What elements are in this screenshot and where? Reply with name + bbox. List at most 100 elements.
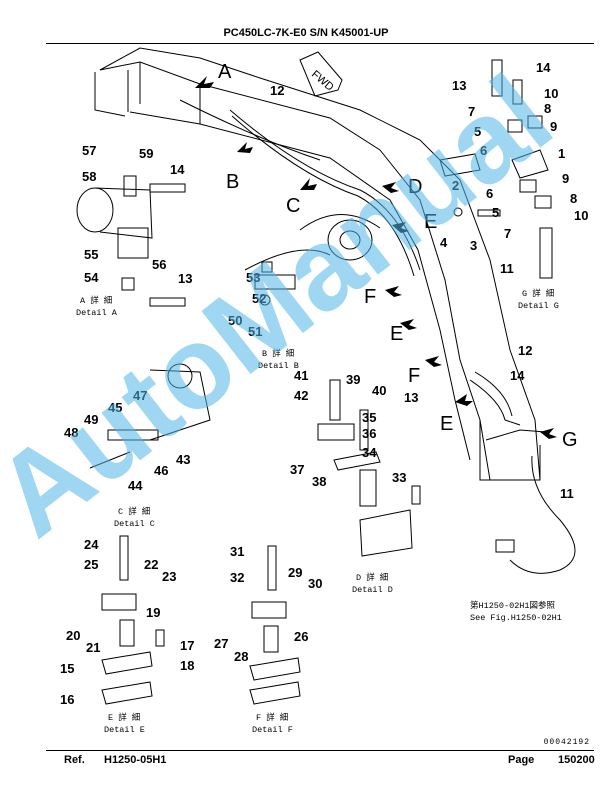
callout: 58 bbox=[82, 169, 96, 184]
view-letter-d: D bbox=[408, 176, 422, 198]
callout: 7 bbox=[504, 226, 511, 241]
view-arrows bbox=[195, 76, 557, 439]
detail-c-jp: C 詳 細 bbox=[118, 506, 150, 517]
detail-g-parts bbox=[439, 59, 553, 279]
callout: 15 bbox=[60, 661, 74, 676]
detail-a-en: Detail A bbox=[76, 308, 118, 318]
callout: 44 bbox=[128, 478, 143, 493]
drawing-code: 00042192 bbox=[543, 738, 590, 747]
ref-value: H1250-05H1 bbox=[104, 754, 167, 766]
callout: 24 bbox=[84, 537, 99, 552]
callout: 40 bbox=[372, 383, 386, 398]
arm-body bbox=[94, 47, 547, 481]
callout: 59 bbox=[139, 146, 153, 161]
callout: 41 bbox=[294, 368, 308, 383]
detail-caption-layer: A 詳 細 Detail A B 詳 細 Detail B C 詳 細 Deta… bbox=[76, 288, 562, 735]
callout: 1 bbox=[558, 146, 565, 161]
callout: 39 bbox=[346, 372, 360, 387]
callout: 47 bbox=[133, 388, 147, 403]
detail-d-jp: D 詳 細 bbox=[356, 572, 388, 583]
view-letter-g: G bbox=[562, 429, 578, 451]
callout: 52 bbox=[252, 291, 266, 306]
callout: 56 bbox=[152, 257, 166, 272]
callout: 20 bbox=[66, 628, 80, 643]
callout: 23 bbox=[162, 569, 176, 584]
callout: 54 bbox=[84, 270, 99, 285]
callout: 29 bbox=[288, 565, 302, 580]
detail-e-parts bbox=[101, 535, 165, 705]
page-title: PC450LC-7K-E0 S/N K45001-UP bbox=[223, 27, 389, 39]
detail-b-jp: B 詳 細 bbox=[262, 348, 294, 359]
detail-e-jp: E 詳 細 bbox=[108, 712, 140, 723]
callout: 4 bbox=[440, 235, 448, 250]
callout: 14 bbox=[170, 162, 185, 177]
callout: 48 bbox=[64, 425, 78, 440]
callout: 9 bbox=[550, 119, 557, 134]
callout: 13 bbox=[178, 271, 192, 286]
view-letter-e2: E bbox=[390, 323, 403, 345]
detail-f-jp: F 詳 細 bbox=[256, 712, 288, 723]
view-letter-c: C bbox=[286, 195, 300, 217]
callout: 7 bbox=[468, 104, 475, 119]
callout: 38 bbox=[312, 474, 326, 489]
callout: 33 bbox=[392, 470, 406, 485]
callout: 37 bbox=[290, 462, 304, 477]
detail-b-en: Detail B bbox=[258, 361, 299, 371]
callout: 2 bbox=[452, 178, 459, 193]
detail-d-parts bbox=[317, 379, 421, 557]
callout: 28 bbox=[234, 649, 248, 664]
detail-d-en: Detail D bbox=[352, 585, 393, 595]
callout: 31 bbox=[230, 544, 244, 559]
detail-e-en: Detail E bbox=[104, 725, 145, 735]
view-letter-f: F bbox=[364, 286, 376, 308]
callout: 35 bbox=[362, 410, 376, 425]
callout: 32 bbox=[230, 570, 244, 585]
callout: 14 bbox=[536, 60, 551, 75]
callout: 46 bbox=[154, 463, 168, 478]
callout: 16 bbox=[60, 692, 74, 707]
view-letter-layer: A B C D E F E F E G bbox=[218, 61, 578, 451]
page-value: 150200 bbox=[558, 754, 595, 766]
callout: 55 bbox=[84, 247, 98, 262]
callout: 13 bbox=[404, 390, 418, 405]
see-fig-jp: 第H1250-02H1図参照 bbox=[470, 600, 556, 611]
detail-g-en: Detail G bbox=[518, 301, 559, 311]
callout: 14 bbox=[510, 368, 525, 383]
callout: 51 bbox=[248, 324, 262, 339]
callout: 5 bbox=[492, 205, 499, 220]
callout: 12 bbox=[518, 343, 532, 358]
page-label: Page bbox=[508, 754, 535, 766]
callout: 13 bbox=[452, 78, 466, 93]
callout: 19 bbox=[146, 605, 160, 620]
detail-a-parts bbox=[76, 175, 186, 307]
callout: 21 bbox=[86, 640, 100, 655]
header-rule bbox=[46, 43, 594, 44]
detail-c-en: Detail C bbox=[114, 519, 155, 529]
callout: 11 bbox=[560, 486, 574, 501]
detail-f-en: Detail F bbox=[252, 725, 293, 735]
callout: 18 bbox=[180, 658, 194, 673]
callout: 26 bbox=[294, 629, 308, 644]
view-letter-a: A bbox=[218, 61, 232, 83]
detail-f-parts bbox=[249, 545, 301, 705]
detail-a-jp: A 詳 細 bbox=[80, 295, 112, 306]
callout: 25 bbox=[84, 557, 98, 572]
callout: 6 bbox=[486, 186, 493, 201]
callout: 12 bbox=[270, 83, 284, 98]
view-letter-b: B bbox=[226, 171, 239, 193]
callout: 10 bbox=[574, 208, 588, 223]
detail-b-parts bbox=[244, 249, 331, 306]
footer-rule bbox=[46, 750, 594, 751]
callout-layer: 57 59 14 58 55 56 54 13 53 52 50 51 12 1… bbox=[60, 60, 588, 707]
callout: 17 bbox=[180, 638, 194, 653]
detail-g-jp: G 詳 細 bbox=[522, 288, 554, 299]
callout: 10 bbox=[544, 86, 558, 101]
callout: 49 bbox=[84, 412, 98, 427]
callout: 5 bbox=[474, 124, 481, 139]
fwd-arrow bbox=[299, 51, 343, 97]
callout: 8 bbox=[570, 191, 577, 206]
callout: 57 bbox=[82, 143, 96, 158]
view-letter-e3: E bbox=[440, 413, 453, 435]
